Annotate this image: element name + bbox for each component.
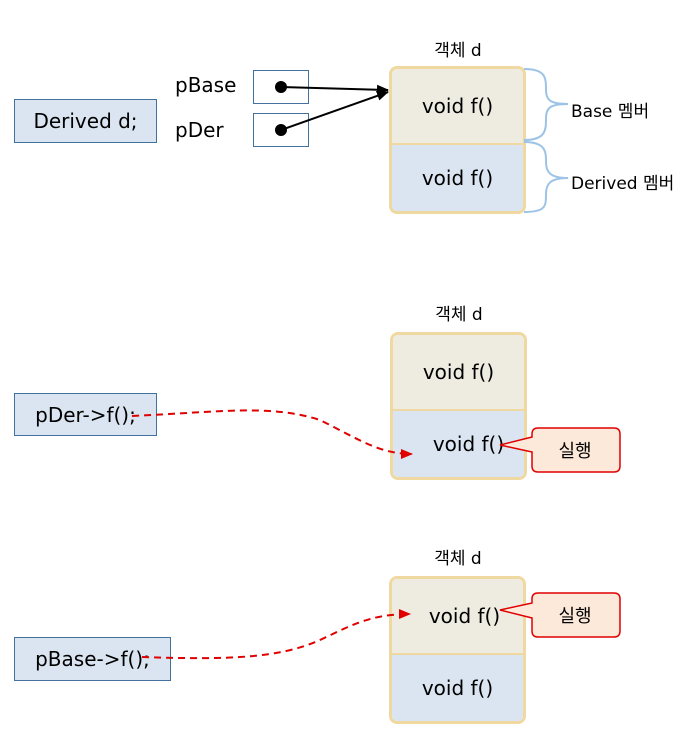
base-cell-text: void f()	[422, 360, 495, 384]
object-d-middle: void f() void f()	[390, 332, 527, 480]
base-cell-text: void f()	[421, 94, 494, 118]
base-cell-text: void f()	[428, 604, 501, 628]
pbase-pointer-box	[253, 70, 309, 104]
object-d-title-middle: 객체 d	[435, 305, 483, 325]
pder-pointer-box	[253, 113, 309, 147]
derived-cell-text: void f()	[421, 676, 494, 700]
derived-declaration-text: Derived d;	[33, 109, 138, 133]
pder-call-arrow	[131, 409, 413, 459]
pder-call-box: pDer->f();	[14, 393, 157, 436]
object-d-bottom: void f() void f()	[389, 576, 526, 724]
base-member-cell: void f()	[392, 579, 523, 655]
object-d-title-top: 객체 d	[434, 41, 482, 61]
object-d-title-bottom: 객체 d	[434, 549, 482, 569]
object-d-top: void f() void f()	[389, 66, 526, 214]
derived-member-brace	[523, 141, 569, 213]
derived-cell-text: void f()	[421, 166, 494, 190]
derived-cell-text: void f()	[432, 432, 505, 456]
pder-label: pDer	[175, 118, 224, 142]
exec-callout-bottom: 실행	[530, 593, 620, 637]
base-member-cell: void f()	[392, 69, 523, 145]
derived-member-cell: void f()	[393, 411, 524, 477]
derived-declaration-box: Derived d;	[14, 99, 157, 143]
base-member-brace	[523, 68, 569, 141]
base-member-cell: void f()	[393, 335, 524, 411]
pbase-label: pBase	[175, 73, 237, 97]
pbase-call-box: pBase->f();	[14, 637, 171, 681]
derived-member-cell: void f()	[392, 655, 523, 721]
exec-label: 실행	[558, 441, 592, 462]
derived-member-label: Derived 멤버	[571, 174, 675, 194]
pder-call-text: pDer->f();	[35, 402, 136, 427]
exec-callout-middle: 실행	[530, 428, 620, 472]
base-member-label: Base 멤버	[571, 102, 650, 122]
pbase-call-arrow	[141, 609, 411, 660]
exec-label: 실행	[558, 606, 592, 627]
pbase-call-text: pBase->f();	[35, 647, 150, 671]
derived-member-cell: void f()	[392, 145, 523, 211]
